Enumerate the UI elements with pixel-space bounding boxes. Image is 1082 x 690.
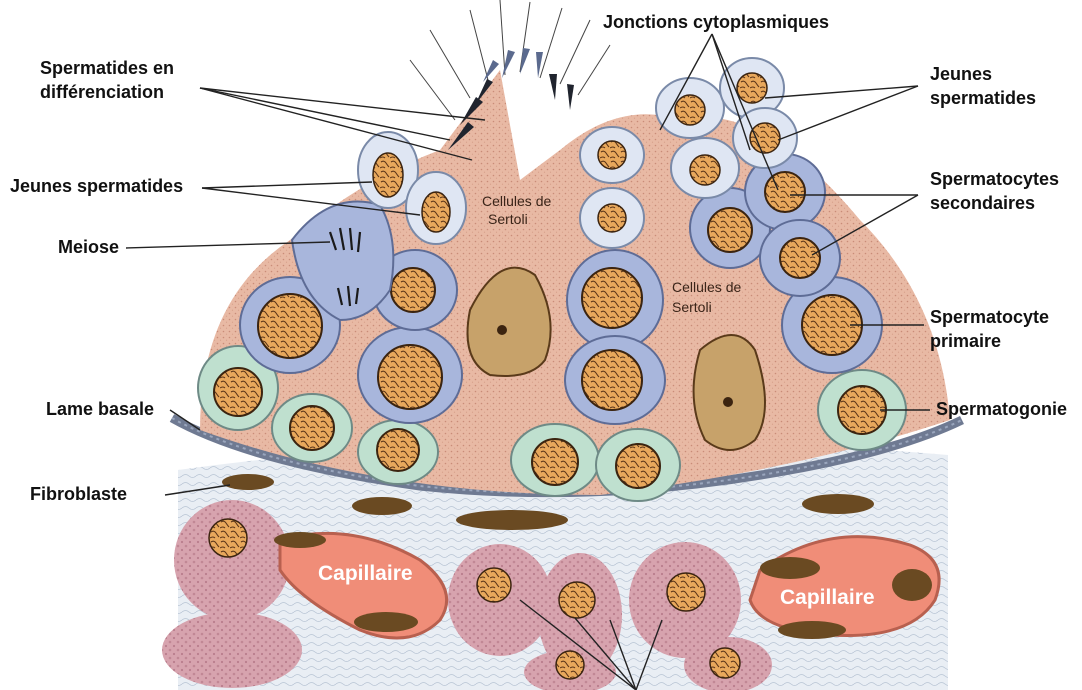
label-spermatogonie: Spermatogonie (936, 399, 1067, 419)
label-spermatocytes-secondaires-line1: Spermatocytes (930, 169, 1059, 189)
sertoli-nucleus (694, 335, 765, 450)
label-jeunes-spermatides-left: Jeunes spermatides (10, 176, 183, 196)
label-spermatocyte-primaire-line2: primaire (930, 331, 1001, 351)
leydig-cell (174, 500, 290, 620)
fibroblast (352, 497, 412, 515)
label-jonctions-cytoplasmiques: Jonctions cytoplasmiques (603, 12, 829, 32)
fibroblast (802, 494, 874, 514)
label-spermatides-differenciation-line2: différenciation (40, 82, 164, 102)
label-lame-basale: Lame basale (46, 399, 154, 419)
label-sertoli-right-line2: Sertoli (672, 299, 712, 315)
fibroblast (222, 474, 274, 490)
label-capillaire-right: Capillaire (780, 586, 875, 609)
label-sertoli-left-line1: Cellules de (482, 193, 551, 209)
fibroblast (456, 510, 568, 530)
label-fibroblaste: Fibroblaste (30, 484, 127, 504)
label-spermatocytes-secondaires-line2: secondaires (930, 193, 1035, 213)
label-sertoli-left-line2: Sertoli (488, 211, 528, 227)
label-spermatides-differenciation-line1: Spermatides en (40, 58, 174, 78)
leydig-cell (162, 612, 302, 688)
label-sertoli-right-line1: Cellules de (672, 279, 741, 295)
label-spermatocyte-primaire-line1: Spermatocyte (930, 307, 1049, 327)
label-meiose: Meiose (58, 237, 119, 257)
label-jeunes-spermatides-right-line1: Jeunes (930, 64, 992, 84)
label-capillaire-left: Capillaire (318, 562, 413, 585)
label-jeunes-spermatides-right-line2: spermatides (930, 88, 1036, 108)
